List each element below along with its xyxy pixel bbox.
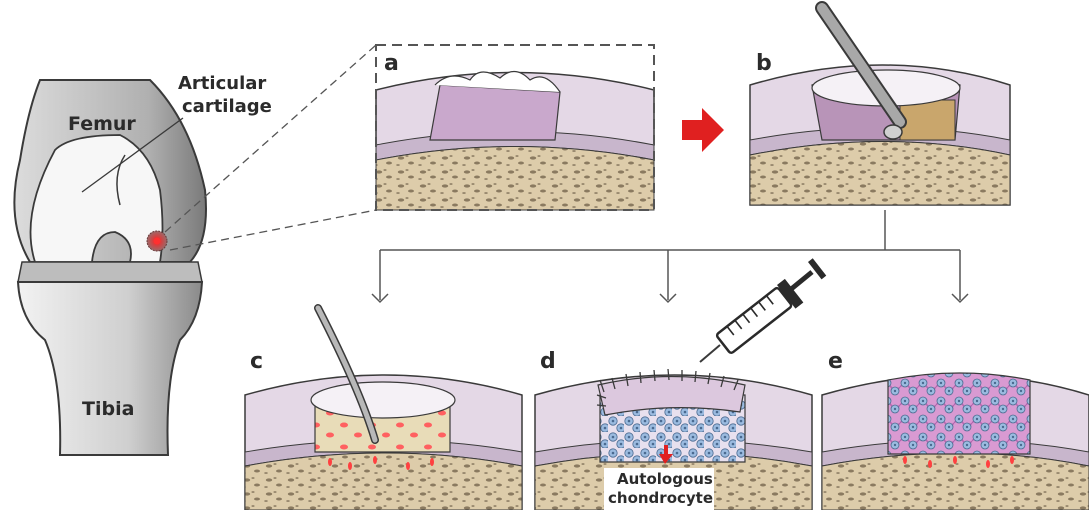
callout-line2: chondrocyte [608, 489, 713, 507]
callout-line1: Autologous [617, 470, 713, 488]
panel-a: a [376, 45, 654, 210]
branch-connectors [372, 210, 968, 302]
panel-e-label: e [828, 349, 843, 374]
panel-e: e [822, 349, 1089, 510]
panel-a-label: a [384, 51, 399, 76]
syringe-icon [700, 258, 826, 362]
lesion-marker [147, 231, 167, 251]
panel-c: c [245, 308, 522, 510]
panel-b: b [750, 8, 1010, 205]
femur-label: Femur [68, 113, 136, 135]
red-arrow [682, 108, 724, 152]
panel-c-label: c [250, 349, 263, 374]
panel-b-label: b [756, 51, 772, 76]
cartilage-label-line2: cartilage [182, 96, 272, 117]
tibia-label: Tibia [82, 398, 134, 420]
cartilage-label-line1: Articular [178, 73, 266, 94]
knee-illustration: Femur Articular cartilage Tibia [14, 73, 272, 455]
panel-d-label: d [540, 349, 556, 374]
panel-d: Autologous chondrocyte d [535, 258, 826, 510]
